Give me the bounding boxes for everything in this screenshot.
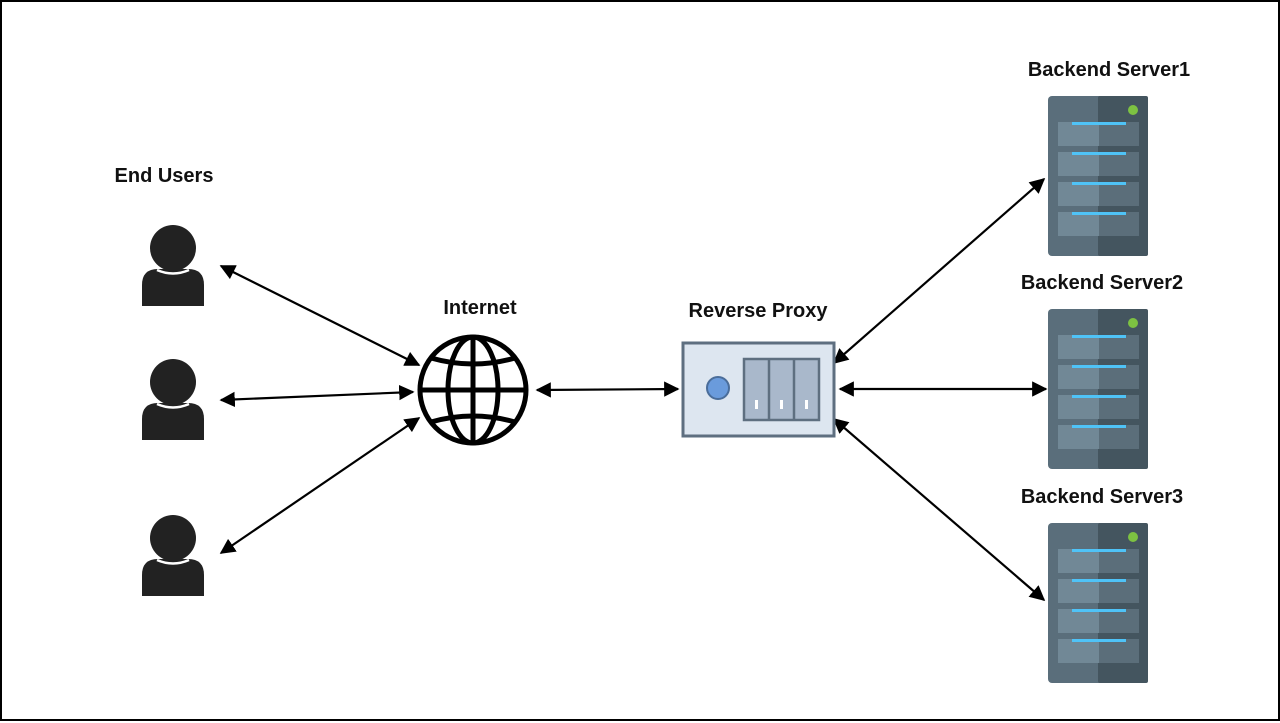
reverse-proxy-label: Reverse Proxy [688, 300, 828, 322]
arrow-proxy-server1 [832, 177, 1046, 365]
arrow-proxy-server3 [832, 417, 1046, 602]
arrow-internet-proxy [535, 381, 680, 398]
server-rack-icon [1048, 96, 1148, 256]
arrow-user1-internet [219, 265, 421, 366]
arrow-user2-internet [219, 384, 415, 408]
end-users-label: End Users [114, 165, 214, 187]
globe-icon [417, 334, 529, 446]
user-icon [142, 225, 204, 306]
internet-label: Internet [443, 297, 517, 319]
arrow-user3-internet [219, 417, 421, 554]
backend-server3-label: Backend Server3 [1020, 486, 1184, 508]
reverse-proxy-device-icon [681, 341, 836, 438]
backend-server2-label: Backend Server2 [1020, 272, 1184, 294]
server-rack-icon [1048, 309, 1148, 469]
user-icon [142, 359, 204, 440]
backend-server1-label: Backend Server1 [1027, 59, 1191, 81]
server-rack-icon [1048, 523, 1148, 683]
user-icon [142, 515, 204, 596]
connections [219, 177, 1048, 602]
